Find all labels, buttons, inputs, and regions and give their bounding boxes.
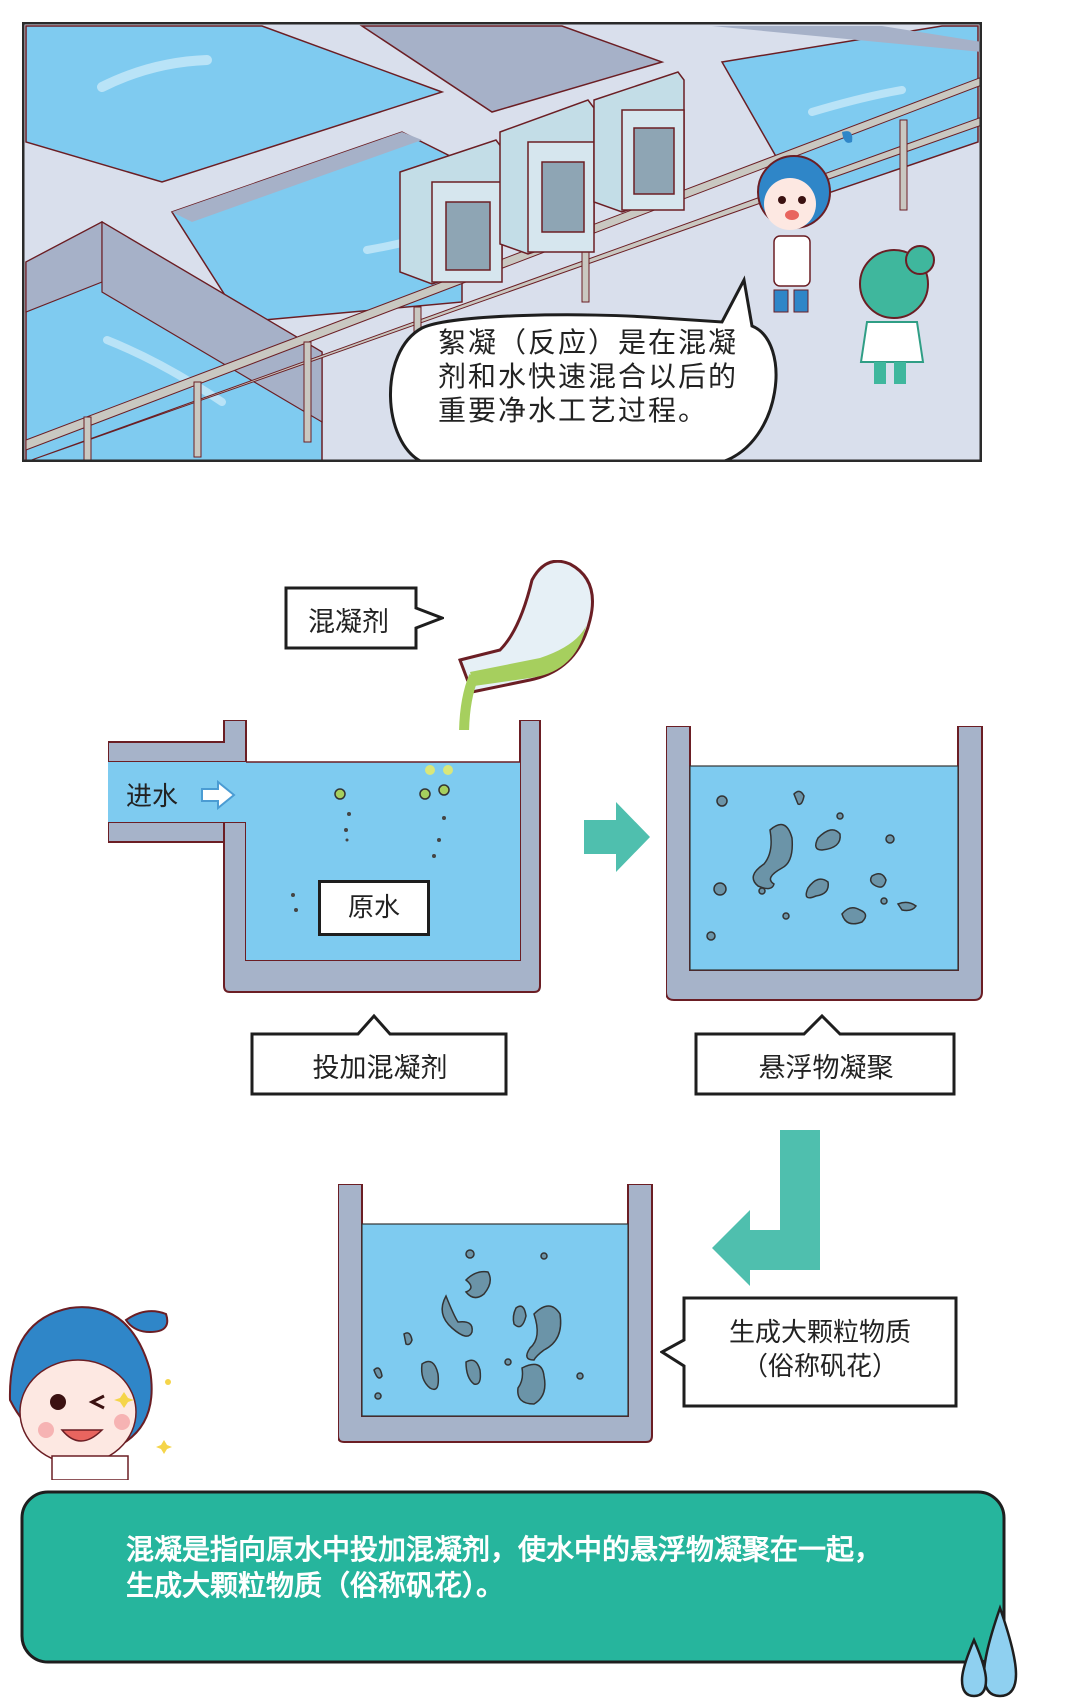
water-plant-illustration xyxy=(22,22,982,462)
summary-text: 混凝是指向原水中投加混凝剂，使水中的悬浮物凝聚在一起， 生成大颗粒物质（俗称矾花… xyxy=(126,1532,946,1604)
inlet-label: 进水 xyxy=(126,782,179,812)
tank-step2 xyxy=(666,726,983,1001)
flask-pouring-icon xyxy=(458,560,594,730)
speech-bubble-text: 絮凝（反应）是在混凝 剂和水快速混合以后的 重要净水工艺过程。 xyxy=(438,326,738,428)
step1-caption-box: 投加混凝剂 xyxy=(250,1012,510,1098)
water-drops-icon xyxy=(960,1604,1018,1698)
speech-line-1: 絮凝（反应）是在混凝 xyxy=(438,326,739,359)
step3-caption: 生成大颗粒物质 （俗称矾花） xyxy=(684,1316,956,1384)
summary-line-2: 生成大颗粒物质（俗称矾花）。 xyxy=(126,1569,505,1602)
inlet-arrow-icon xyxy=(201,780,236,810)
raw-water-label: 原水 xyxy=(318,880,430,936)
process-arrow-right-icon xyxy=(584,802,650,872)
blue-mascot-figure xyxy=(757,131,853,313)
step2-caption-box: 悬浮物凝聚 xyxy=(694,1012,958,1098)
comic-panel: 絮凝（反应）是在混凝 剂和水快速混合以后的 重要净水工艺过程。 xyxy=(22,22,982,462)
summary-box xyxy=(20,1490,1026,1672)
tank-step1 xyxy=(108,720,541,993)
step1-caption: 投加混凝剂 xyxy=(312,1053,448,1084)
step3-caption-line2: （俗称矾花） xyxy=(741,1352,898,1382)
green-mascot-figure xyxy=(859,245,935,384)
step3-caption-line1: 生成大颗粒物质 xyxy=(728,1318,911,1348)
step3-caption-box: 生成大颗粒物质 （俗称矾花） xyxy=(660,1296,960,1410)
speech-line-2: 剂和水快速混合以后的 xyxy=(438,360,739,393)
process-arrow-down-left-icon xyxy=(712,1130,820,1286)
winking-mascot-illustration xyxy=(8,1306,172,1480)
step2-caption: 悬浮物凝聚 xyxy=(758,1053,894,1084)
coagulant-label: 混凝剂 xyxy=(308,607,389,638)
speech-line-3: 重要净水工艺过程。 xyxy=(438,394,709,427)
summary-line-1: 混凝是指向原水中投加混凝剂，使水中的悬浮物凝聚在一起， xyxy=(126,1533,883,1566)
coagulant-callout: 混凝剂 xyxy=(284,586,444,652)
tank-step3 xyxy=(338,1184,653,1443)
